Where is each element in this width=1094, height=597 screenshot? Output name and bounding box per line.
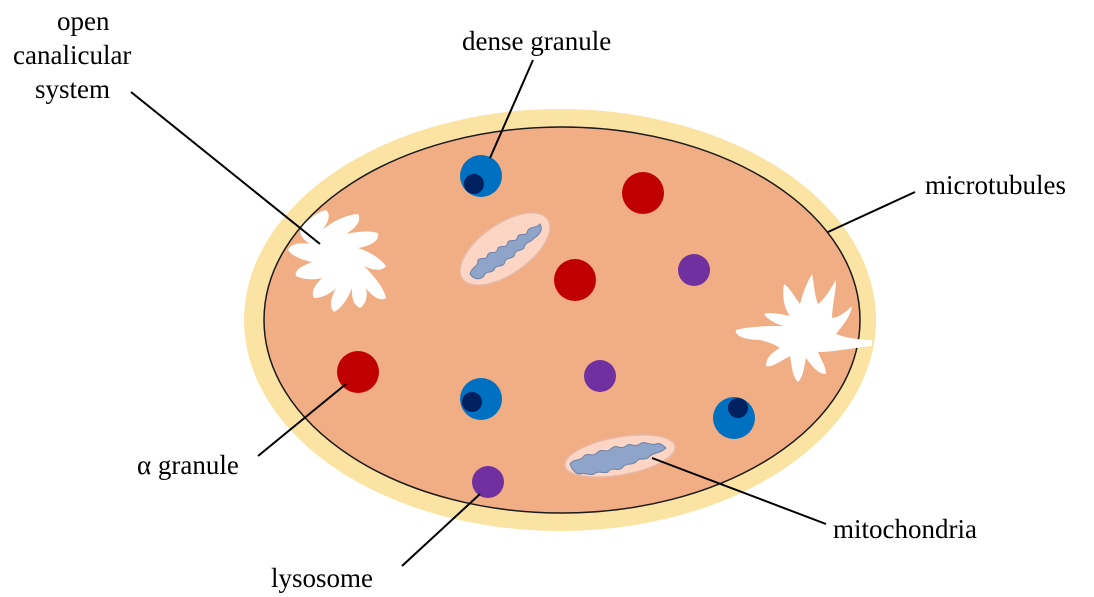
- label-lysosome: lysosome: [271, 563, 373, 593]
- label-open-canalicular-system-line1: open: [57, 6, 110, 36]
- label-dense-granule: dense granule: [462, 26, 611, 56]
- lysosome: [584, 360, 616, 392]
- lysosome: [678, 254, 710, 286]
- dense-granule: [460, 378, 502, 420]
- label-microtubules: microtubules: [925, 170, 1066, 200]
- alpha-granule: [554, 259, 596, 301]
- label-open-canalicular-system-line2: canalicular: [13, 40, 131, 70]
- leader-line-open-canalicular-system: [131, 92, 320, 244]
- label-mitochondria: mitochondria: [833, 514, 977, 544]
- label-open-canalicular-system-line3: system: [35, 74, 110, 104]
- alpha-granule: [622, 172, 664, 214]
- lysosome: [472, 466, 504, 498]
- dense-granule: [460, 155, 502, 197]
- label-alpha-granule: α granule: [137, 450, 239, 480]
- leader-line-microtubules: [828, 192, 915, 232]
- dense-granule: [713, 397, 755, 439]
